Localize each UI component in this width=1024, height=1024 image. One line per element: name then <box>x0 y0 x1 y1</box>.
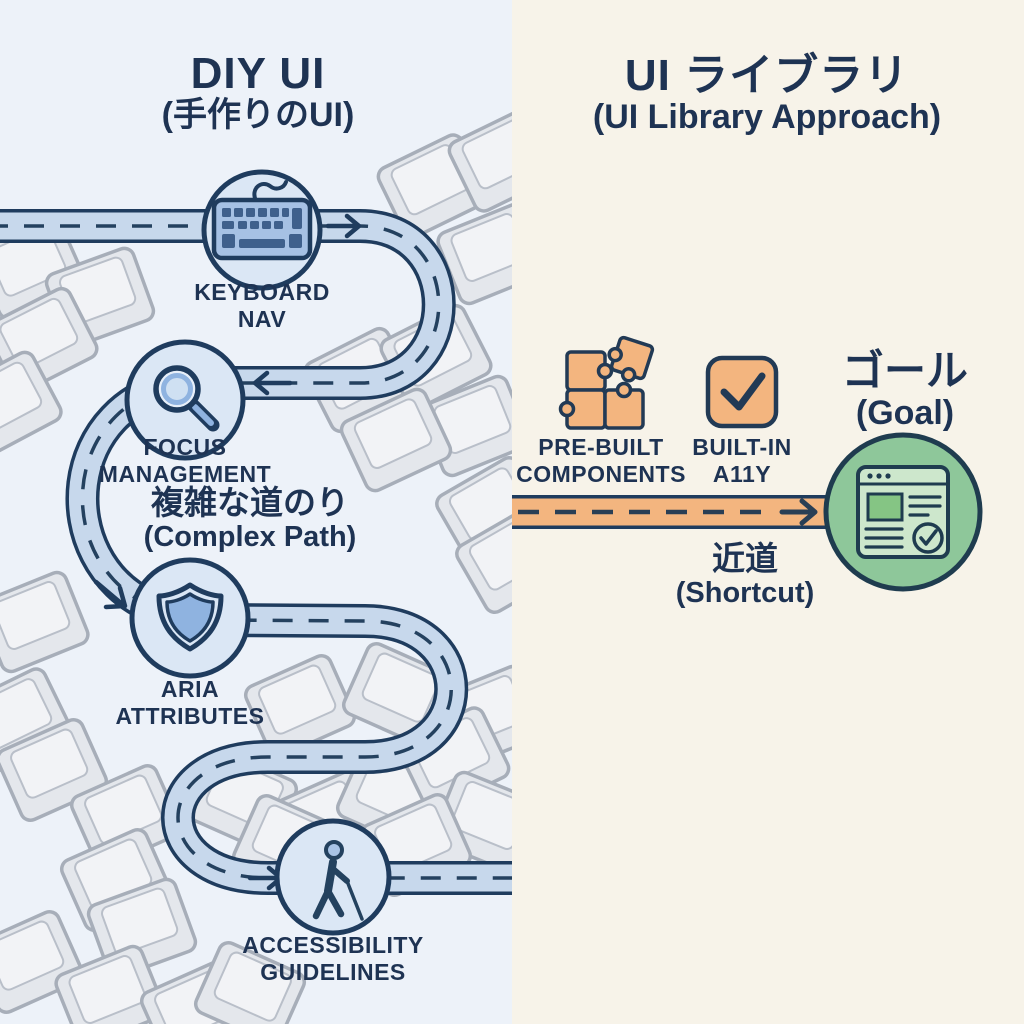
feature-prebuilt-label-line1: PRE-BUILT <box>538 434 663 460</box>
complex-path-note-jp: 複雑な道のり <box>151 484 349 521</box>
browser-window-icon <box>856 465 950 559</box>
feature-prebuilt-components: PRE-BUILT COMPONENTS <box>516 335 686 487</box>
goal-label-jp: ゴール <box>842 347 968 394</box>
goal: ゴール (Goal) <box>823 347 983 592</box>
feature-prebuilt-label-line2: COMPONENTS <box>516 461 686 487</box>
goal-label-en: (Goal) <box>856 394 954 432</box>
feature-a11y-label-line2: A11Y <box>713 461 771 487</box>
shield-icon <box>156 582 224 652</box>
magnifier-icon <box>153 365 220 432</box>
station-aria-attributes: ARIA ATTRIBUTES <box>116 557 265 729</box>
arrow-left-into-focus-icon <box>252 370 293 396</box>
right-panel-title: UI ライブラリ <box>625 50 909 100</box>
shortcut-note-en: (Shortcut) <box>676 577 815 609</box>
shortcut-road <box>512 495 845 529</box>
arrow-right-into-goal-icon <box>779 498 818 526</box>
station-accessibility-label-line2: GUIDELINES <box>260 959 406 985</box>
left-panel-title: DIY UI <box>191 49 326 98</box>
station-keyboard-nav: KEYBOARD NAV <box>194 169 330 332</box>
feature-a11y-label-line1: BUILT-IN <box>692 434 791 460</box>
station-keyboard-label-line1: KEYBOARD <box>194 279 330 305</box>
station-accessibility-label-line1: ACCESSIBILITY <box>242 932 424 958</box>
shortcut-note-jp: 近道 <box>712 540 778 577</box>
puzzle-pieces-icon <box>558 335 655 430</box>
arrow-right-after-keyboard-icon <box>325 213 362 239</box>
checkbox-icon <box>705 355 779 429</box>
station-focus-management: FOCUS MANAGEMENT <box>99 339 271 487</box>
keyboard-icon <box>211 180 313 261</box>
station-focus-label-line2: MANAGEMENT <box>99 461 271 487</box>
station-aria-label-line1: ARIA <box>161 676 219 702</box>
station-keyboard-label-line2: NAV <box>238 306 287 332</box>
station-aria-label-line2: ATTRIBUTES <box>116 703 265 729</box>
arrow-into-aria-icon <box>93 579 128 610</box>
feature-builtin-a11y: BUILT-IN A11Y <box>692 355 791 487</box>
person-with-cane-icon <box>312 840 364 921</box>
station-accessibility-guidelines: ACCESSIBILITY GUIDELINES <box>242 818 424 985</box>
left-panel-subtitle: (手作りのUI) <box>162 96 355 134</box>
right-panel-subtitle: (UI Library Approach) <box>593 98 941 136</box>
station-focus-label-line1: FOCUS <box>144 434 227 460</box>
complex-path-note-en: (Complex Path) <box>144 521 357 553</box>
